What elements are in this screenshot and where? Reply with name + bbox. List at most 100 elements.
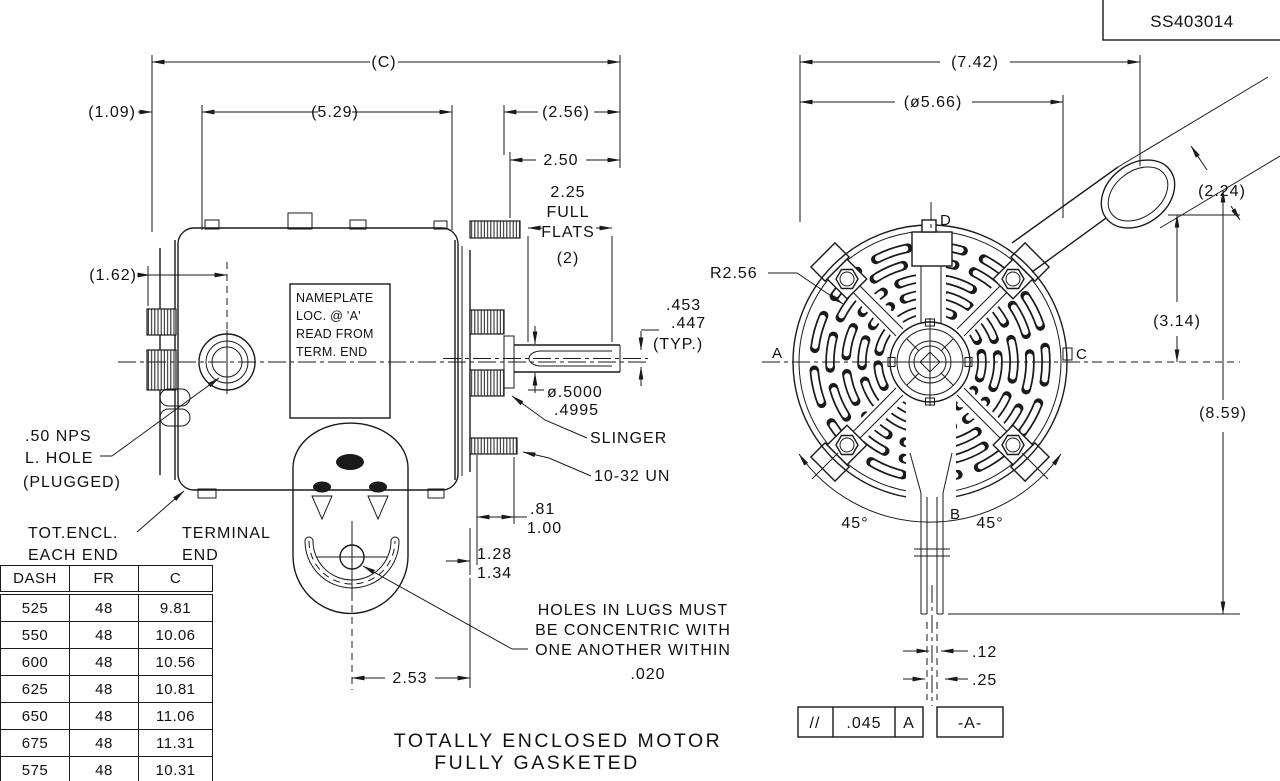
note-holes-1: HOLES IN LUGS MUST bbox=[538, 602, 728, 619]
cell-fr: 48 bbox=[69, 756, 139, 781]
fcf-tolerance: .045 bbox=[846, 715, 881, 732]
stud-thread-left-upper bbox=[146, 308, 177, 336]
col-header-c: C bbox=[138, 565, 213, 595]
dim-flat-lo: .447 bbox=[671, 315, 706, 332]
cell-c: 10.81 bbox=[138, 675, 213, 703]
dim-25: .25 bbox=[972, 672, 997, 689]
dim-100: 1.00 bbox=[527, 520, 562, 537]
cell-dash: 675 bbox=[0, 729, 70, 757]
callout-terminal-2: END bbox=[182, 547, 219, 564]
cell-fr: 48 bbox=[69, 648, 139, 676]
dim-81: .81 bbox=[530, 501, 555, 518]
caption-line-2: FULLY GASKETED bbox=[434, 752, 640, 774]
datum-b-label: B bbox=[950, 506, 961, 523]
cell-c: 11.06 bbox=[138, 702, 213, 730]
side-view-dimensions bbox=[100, 55, 659, 690]
dim-flats-1: 2.25 bbox=[550, 184, 585, 201]
mounting-stud bbox=[909, 452, 953, 700]
nameplate-box bbox=[289, 283, 391, 419]
datum-flag-label: -A- bbox=[958, 715, 982, 732]
dim-5-29: (5.29) bbox=[311, 104, 359, 121]
cell-dash: 600 bbox=[0, 648, 70, 676]
cell-c: 10.31 bbox=[138, 756, 213, 781]
title-box bbox=[1102, 0, 1280, 41]
callout-nps-1: .50 NPS bbox=[25, 428, 92, 445]
cell-dash: 625 bbox=[0, 675, 70, 703]
stud-thread-bottom-right bbox=[469, 437, 518, 455]
callout-thread: 10-32 UN bbox=[594, 468, 670, 485]
note-holes-2: BE CONCENTRIC WITH bbox=[535, 622, 731, 639]
drawing-number: SS403014 bbox=[1150, 12, 1233, 31]
nameplate-line-3: READ FROM bbox=[296, 327, 374, 341]
dim-3-14: (3.14) bbox=[1153, 313, 1201, 330]
dim-5-66: (ø5.66) bbox=[904, 94, 963, 111]
dim-45-left: 45° bbox=[841, 515, 868, 532]
fcf-datum-ref: A bbox=[903, 715, 915, 732]
table-header-row: DASH FR C bbox=[0, 565, 213, 595]
cell-fr: 48 bbox=[69, 729, 139, 757]
stud-thread-top-right bbox=[469, 220, 521, 239]
dim-128: 1.28 bbox=[477, 546, 512, 563]
cell-c: 9.81 bbox=[138, 592, 213, 622]
cell-dash: 525 bbox=[0, 592, 70, 622]
cell-dash: 575 bbox=[0, 756, 70, 781]
datum-flag bbox=[936, 706, 1004, 738]
cell-dash: 550 bbox=[0, 621, 70, 649]
dim-2-56: (2.56) bbox=[542, 104, 590, 121]
col-header-dash: DASH bbox=[0, 565, 70, 595]
col-header-fr: FR bbox=[69, 565, 139, 595]
nameplate-line-2: LOC. @ 'A' bbox=[296, 309, 361, 323]
dim-c: (C) bbox=[371, 54, 396, 71]
top-bracket bbox=[911, 219, 953, 267]
dim-shaft-lo: .4995 bbox=[554, 402, 599, 419]
callout-nps-2: L. HOLE bbox=[25, 450, 93, 467]
cell-fr: 48 bbox=[69, 675, 139, 703]
callout-terminal-1: TERMINAL bbox=[182, 525, 271, 542]
cell-c: 10.56 bbox=[138, 648, 213, 676]
dim-45-right: 45° bbox=[976, 515, 1003, 532]
dim-flats-2: FULL bbox=[546, 204, 589, 221]
dim-12: .12 bbox=[972, 644, 997, 661]
dim-2-24: (2.24) bbox=[1198, 183, 1246, 200]
dim-2-53: 2.53 bbox=[392, 670, 427, 687]
callout-slinger: SLINGER bbox=[590, 430, 667, 447]
cell-dash: 650 bbox=[0, 702, 70, 730]
dim-134: 1.34 bbox=[477, 565, 512, 582]
callout-totencl-1: TOT.ENCL. bbox=[28, 525, 119, 542]
dim-typ: (TYP.) bbox=[653, 336, 703, 353]
dim-1-62: (1.62) bbox=[89, 267, 137, 284]
datum-c-label: C bbox=[1076, 346, 1087, 363]
cell-fr: 48 bbox=[69, 702, 139, 730]
labels: SS403014 (C) (1.09) (5.29) (2.56) 2.50 2… bbox=[23, 12, 1247, 774]
dim-flats-3: FLATS bbox=[541, 224, 595, 241]
dim-8-59: (8.59) bbox=[1199, 405, 1247, 422]
datum-d-label: D bbox=[940, 212, 951, 229]
dim-flats-4: (2) bbox=[557, 250, 580, 267]
callout-totencl-2: EACH END bbox=[28, 547, 119, 564]
datum-a-label: A bbox=[772, 345, 783, 362]
stud-thread-left-lower bbox=[146, 349, 177, 391]
shaft bbox=[443, 344, 648, 373]
mounting-strap bbox=[1011, 159, 1176, 273]
nameplate-line-4: TERM. END bbox=[296, 345, 367, 359]
end-view bbox=[762, 55, 1280, 738]
caption-line-1: TOTALLY ENCLOSED MOTOR bbox=[394, 730, 722, 752]
note-holes-4: .020 bbox=[630, 666, 665, 683]
dim-r2-56: R2.56 bbox=[710, 265, 758, 282]
terminal-housing bbox=[292, 422, 409, 615]
dim-7-42: (7.42) bbox=[951, 54, 999, 71]
fcf-parallel-symbol: // bbox=[810, 715, 821, 732]
cell-fr: 48 bbox=[69, 621, 139, 649]
dim-2-50: 2.50 bbox=[543, 152, 578, 169]
nameplate-line-1: NAMEPLATE bbox=[296, 291, 374, 305]
